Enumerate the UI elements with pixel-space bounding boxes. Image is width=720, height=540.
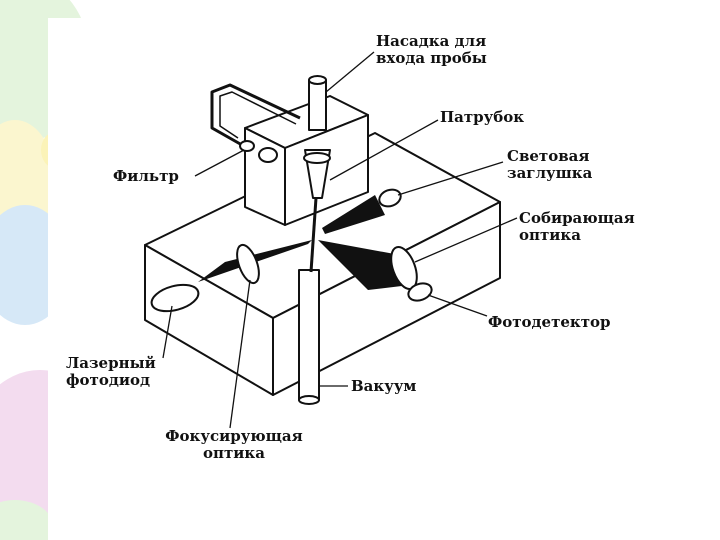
filter-loop-inner (219, 91, 297, 139)
leader-filter (194, 149, 245, 177)
probe-nozzle-tube (308, 79, 327, 131)
leader-probe-nozzle (325, 51, 375, 93)
vacuum-tube-end (298, 395, 320, 405)
vacuum-tube (298, 269, 320, 401)
label-light-plug: Световая заглушка (507, 147, 593, 182)
label-filter: Фильтр (113, 167, 179, 185)
leader-branch-pipe (329, 119, 439, 181)
bg-blob-green-2 (0, 500, 55, 540)
photodetector (407, 282, 433, 302)
leader-collecting-optics (414, 217, 518, 263)
laser-photodiode (150, 283, 200, 313)
label-photodetector: Фотодетектор (488, 313, 611, 331)
filter-body (239, 140, 255, 152)
filter-loop (210, 83, 301, 147)
sample-stream (309, 197, 318, 273)
label-laser-photodiode: Лазерный фотодиод (66, 354, 156, 389)
branch-pipe-ring (303, 152, 331, 164)
leader-laser-photodiode (162, 305, 173, 359)
leader-focusing-optics (229, 279, 251, 429)
label-vacuum: Вакуум (351, 377, 417, 395)
leader-photodetector (427, 294, 488, 317)
label-branch-pipe: Патрубок (440, 108, 525, 126)
probe-nozzle-opening (308, 75, 327, 85)
leader-light-plug (397, 161, 504, 196)
collected-scatter-light (318, 240, 410, 290)
focusing-lens (236, 243, 260, 285)
plug-beam (322, 195, 385, 234)
label-probe-nozzle: Насадка для входа пробы (376, 32, 487, 67)
label-focusing-optics: Фокусирующая оптика (165, 427, 303, 462)
filter-connector (258, 147, 278, 163)
label-collecting-optics: Собирающая оптика (519, 209, 635, 244)
